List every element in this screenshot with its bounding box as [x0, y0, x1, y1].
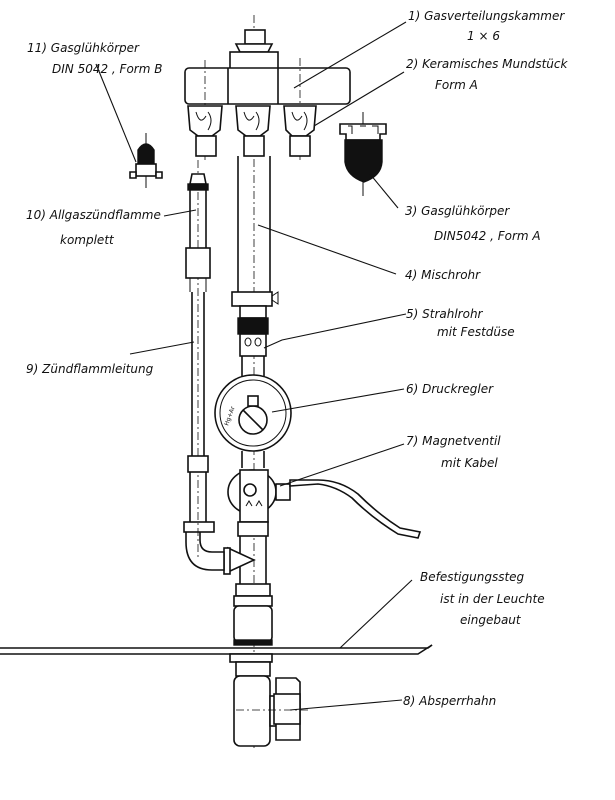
leader-lines — [95, 21, 413, 711]
svg-text:2) Keramisches Mundstück: 2) Keramisches Mundstück — [406, 57, 569, 71]
mixing-tube — [231, 156, 279, 307]
svg-text:Befestigungssteg: Befestigungssteg — [420, 570, 525, 584]
gas-mantle-form-b — [129, 133, 163, 188]
label-11: 11) Gasglühkörper DIN 5042 , Form B — [27, 41, 162, 76]
svg-text:mit Kabel: mit Kabel — [441, 456, 498, 470]
label-8: 8) Absperrhahn — [403, 694, 496, 708]
svg-text:Form A: Form A — [435, 78, 478, 92]
label-7: 7) Magnetventil mit Kabel — [406, 434, 501, 470]
svg-text:6) Druckregler: 6) Druckregler — [406, 382, 494, 396]
svg-text:7) Magnetventil: 7) Magnetventil — [406, 434, 501, 448]
leader-6 — [271, 388, 405, 413]
pressure-regulator: Hg+Ar — [214, 374, 292, 468]
leader-11 — [95, 63, 137, 163]
label-9: 9) Zündflammleitung — [26, 362, 154, 376]
jet-tube-nozzle — [237, 305, 269, 386]
label-4: 4) Mischrohr — [405, 268, 481, 282]
leader-1 — [293, 21, 407, 89]
svg-text:3) Gasglühkörper: 3) Gasglühkörper — [405, 204, 510, 218]
svg-text:ist in der Leuchte: ist in der Leuchte — [440, 592, 545, 606]
svg-text:4) Mischrohr: 4) Mischrohr — [405, 268, 481, 282]
mouthpiece-right — [283, 105, 317, 157]
svg-text:eingebaut: eingebaut — [460, 613, 522, 627]
svg-text:DIN 5042 , Form B: DIN 5042 , Form B — [52, 62, 162, 76]
svg-text:komplett: komplett — [60, 233, 115, 247]
ceramic-mouthpieces — [187, 105, 317, 157]
leader-8 — [289, 699, 403, 711]
solenoid-valve — [227, 469, 422, 539]
label-mount: Befestigungssteg ist in der Leuchte eing… — [420, 570, 545, 627]
leader-5 — [263, 313, 407, 349]
mouthpiece-center — [235, 105, 271, 157]
label-3: 3) Gasglühkörper DIN5042 , Form A — [405, 204, 541, 243]
gas-distribution-chamber — [184, 29, 351, 160]
mouthpiece-left — [187, 105, 223, 157]
mounting-bracket — [0, 605, 433, 655]
leader-2 — [313, 71, 405, 127]
label-5: 5) Strahlrohr mit Festdüse — [406, 307, 515, 339]
valve-cable — [289, 479, 422, 539]
label-10: 10) Allgaszündflamme komplett — [26, 208, 161, 247]
leader-9 — [129, 341, 195, 355]
label-1: 1) Gasverteilungskammer 1 × 6 — [408, 9, 565, 43]
svg-text:DIN5042 , Form A: DIN5042 , Form A — [434, 229, 541, 243]
svg-text:5) Strahlrohr: 5) Strahlrohr — [406, 307, 484, 321]
shutoff-cock — [229, 653, 310, 747]
svg-text:1) Gasverteilungskammer: 1) Gasverteilungskammer — [408, 9, 565, 23]
svg-text:11) Gasglühkörper: 11) Gasglühkörper — [27, 41, 140, 55]
leader-10 — [163, 209, 197, 217]
svg-text:9) Zündflammleitung: 9) Zündflammleitung — [26, 362, 154, 376]
leader-3 — [369, 173, 399, 209]
leader-7 — [279, 443, 405, 487]
svg-text:1 × 6: 1 × 6 — [467, 29, 500, 43]
pilot-flame-assembly — [185, 160, 211, 560]
label-6: 6) Druckregler — [406, 382, 494, 396]
label-2: 2) Keramisches Mundstück Form A — [406, 57, 569, 92]
pilot-line — [191, 292, 205, 456]
leader-4 — [257, 224, 397, 275]
svg-text:10) Allgaszündflamme: 10) Allgaszündflamme — [26, 208, 161, 222]
leader-mount — [339, 579, 413, 649]
svg-text:8) Absperrhahn: 8) Absperrhahn — [403, 694, 496, 708]
svg-text:mit Festdüse: mit Festdüse — [437, 325, 515, 339]
tee-fitting — [183, 521, 273, 607]
gas-mantle-form-a — [339, 112, 387, 196]
